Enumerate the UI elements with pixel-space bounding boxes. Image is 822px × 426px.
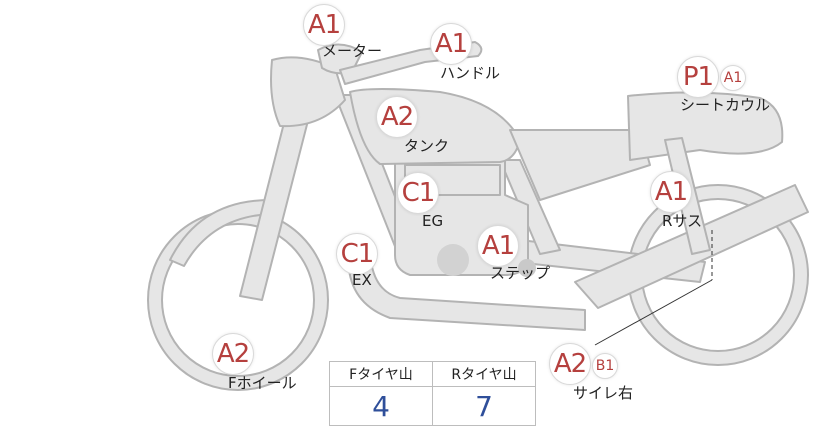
step-label: ステップ xyxy=(490,264,551,282)
engine-label: EG xyxy=(422,212,444,230)
seatcowl-grade-badge: P1 xyxy=(677,56,719,98)
engine-case-circle xyxy=(437,244,469,276)
meter-label: メーター xyxy=(322,42,383,60)
front-tire-header: Fタイヤ山 xyxy=(329,361,433,387)
tire-table-header-row: Fタイヤ山 Rタイヤ山 xyxy=(329,361,536,387)
exhaust-label: EX xyxy=(352,271,372,289)
side-cover xyxy=(509,129,651,201)
rear-tire-header: Rタイヤ山 xyxy=(432,361,536,387)
step-grade-badge: A1 xyxy=(477,225,519,267)
tire-tread-table: Fタイヤ山 Rタイヤ山 4 7 xyxy=(329,361,536,426)
handle-grade-badge: A1 xyxy=(430,23,472,65)
silencer-r-sub-grade-badge: B1 xyxy=(592,353,618,379)
tire-table-value-row: 4 7 xyxy=(329,386,536,426)
headlight xyxy=(270,56,346,128)
front-tire-value: 4 xyxy=(329,386,433,426)
step-peg xyxy=(518,259,536,277)
seatcowl-label: シートカウル xyxy=(680,96,771,114)
rear-tire-value: 7 xyxy=(432,386,536,426)
tank-label: タンク xyxy=(404,137,450,155)
f-wheel-grade-badge: A2 xyxy=(212,333,254,375)
engine-grade-badge: C1 xyxy=(397,172,439,214)
exhaust-grade-badge: C1 xyxy=(336,233,378,275)
f-wheel-label: Fホイール xyxy=(228,374,297,392)
r-suspension-grade-badge: A1 xyxy=(650,171,692,213)
seatcowl-sub-grade-badge: A1 xyxy=(720,65,746,91)
handle-label: ハンドル xyxy=(440,64,501,82)
tank-grade-badge: A2 xyxy=(376,96,418,138)
meter-grade-badge: A1 xyxy=(303,4,345,46)
silencer-r-grade-badge: A2 xyxy=(549,343,591,385)
silencer-r-label: サイレ右 xyxy=(573,384,634,402)
silencer-leader-line-2 xyxy=(594,279,713,346)
r-suspension-label: Rサス xyxy=(662,212,703,230)
